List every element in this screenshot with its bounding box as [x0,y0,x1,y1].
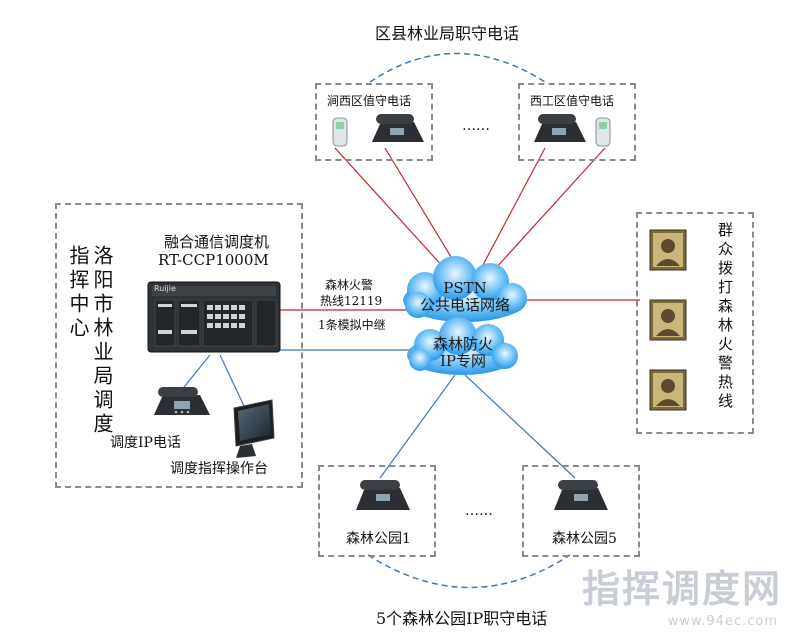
hotline-label-2: 热线12119 [320,294,383,308]
district-right-box [518,83,636,161]
console-monitor-icon [233,399,275,458]
ip-links [179,349,576,479]
ip-phone-label: 调度IP电话 [110,435,181,451]
district-right-label: 西工区值守电话 [530,94,615,108]
bottom-title: 5个森林公园IP职守电话 [376,609,548,628]
park-right-label: 森林公园5 [552,531,617,547]
ip-phone-icon [154,387,210,415]
ip-cloud [407,317,518,375]
dispatch-center-box [55,203,303,488]
top-title: 区县林业局职守电话 [375,24,520,43]
pstn-cloud [403,256,527,322]
public-box [636,212,754,434]
center-title-text: 洛阳市林业局调度指挥中心 [66,245,114,437]
district-left-phones [332,114,424,147]
device-brand: Ruijie [154,284,176,293]
ip-cloud-line2: IP专网 [439,352,487,370]
watermark-url: www.94ec.com [667,614,778,629]
ip-cloud-text: 森林防火 IP专网 [418,336,508,370]
ip-cloud-line1: 森林防火 [432,335,493,353]
device-name: 融合通信调度机 [164,233,270,251]
pstn-cloud-line1: PSTN [443,279,487,297]
park-right-phone [554,480,608,510]
trunk-label: 1条模拟中继 [318,318,386,332]
park-left-box [318,465,436,557]
park-ellipsis: …… [465,503,493,519]
district-left-label: 涧西区值守电话 [327,94,412,108]
pstn-cloud-line2: 公共电话网络 [420,296,511,314]
district-left-box [315,83,433,161]
park-left-label: 森林公园1 [346,531,411,547]
public-portraits [649,229,687,411]
console-label: 调度指挥操作台 [170,461,268,477]
district-right-phones [534,114,611,147]
park-left-phone [356,480,410,510]
public-title: 群众拨打森林火警热线 [716,222,734,412]
watermark-text: 指挥调度网 [581,567,782,611]
device-model: RT-CCP1000M [158,251,269,269]
pstn-cloud-text: PSTN 公共电话网络 [420,280,510,314]
district-ellipsis: …… [462,118,490,134]
park-right-box [522,465,640,557]
top-dashed-arc [369,52,546,83]
dispatch-rack-device [147,281,281,353]
bottom-dashed-arc [367,554,571,589]
center-title: 洛阳市林业局调度指挥中心 [66,245,114,445]
hotline-label-1: 森林火警 [325,278,374,292]
